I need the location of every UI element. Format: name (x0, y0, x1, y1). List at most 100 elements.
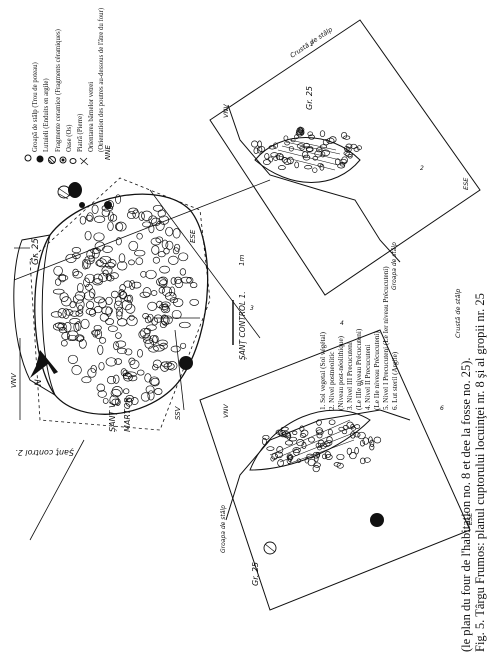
caption-line-1: Fig. 5. Târgu Frumos: planul cuptorului … (473, 293, 487, 652)
stone (69, 310, 80, 317)
stone (97, 344, 104, 355)
stone (125, 397, 133, 407)
stone (319, 144, 328, 149)
post-hole-3 (79, 202, 85, 208)
stone (356, 145, 362, 151)
stone (262, 437, 267, 446)
stone (317, 439, 325, 447)
stone (144, 373, 152, 383)
legend-symbol-5: Piatră (Pierre) (77, 114, 84, 152)
section-bottom-frame (199, 329, 471, 611)
oven-plan: N 1m Şanţ control 2. ŞANŢ V MARTOR ŞANŢ … (10, 145, 271, 541)
section-top-frame (209, 19, 481, 296)
stone (322, 138, 330, 146)
stone (157, 339, 168, 346)
legend-symbol-6: Orientarea bârnelor vetrei (88, 82, 95, 152)
stone (116, 310, 123, 320)
stone (316, 432, 323, 439)
stone (322, 453, 328, 460)
stone (98, 361, 105, 371)
stone (178, 321, 191, 329)
stone (319, 163, 325, 171)
stone (120, 368, 128, 377)
section-bottom-number-5: 5 (360, 380, 364, 387)
stone (152, 256, 160, 264)
legend-symbol-1: Groapă de stâlp (Trou de poteau) (32, 62, 39, 152)
stone (110, 290, 119, 299)
stone (350, 424, 355, 429)
stone (353, 147, 360, 152)
stone (342, 425, 349, 430)
stone (159, 265, 170, 274)
stone (115, 194, 122, 205)
stone (145, 269, 157, 280)
stone (316, 419, 322, 426)
stone (325, 454, 333, 460)
stone (329, 136, 337, 143)
stone (157, 209, 166, 218)
stone (102, 245, 113, 253)
stone (301, 151, 309, 159)
stone (257, 146, 263, 154)
sant-control-1-label: ŞANŢ CONTROL 1. (238, 291, 247, 360)
stone (72, 294, 84, 304)
stone (179, 268, 187, 276)
stone (89, 288, 96, 299)
section-bottom-ese: ESE (466, 512, 474, 525)
stone (275, 429, 283, 435)
stone (312, 167, 318, 173)
stone (138, 330, 146, 339)
stone (343, 135, 351, 140)
stone (96, 383, 106, 392)
stone (301, 441, 307, 450)
stone (284, 440, 294, 446)
stratum-3-fr: (Le IIIe niveau Précucuteni) (355, 328, 363, 410)
stone (290, 137, 296, 143)
stone (171, 309, 182, 320)
stone (277, 459, 284, 467)
stone (253, 147, 259, 155)
stone (313, 462, 321, 468)
stone (303, 142, 310, 149)
stratum-1: 1. Sol vegetal (Sol végétal) (319, 331, 327, 410)
stone (147, 390, 155, 401)
stone (148, 224, 155, 234)
section-top-vnv: VNV (222, 104, 230, 118)
stone (107, 211, 114, 222)
clay-plaster-symbol (36, 155, 44, 163)
stone (118, 289, 125, 296)
section-top-number-2: 2 (420, 165, 424, 172)
stone (63, 322, 72, 333)
bone-symbol (59, 156, 67, 164)
caption: Fig. 5. Târgu Frumos: planul cuptorului … (459, 293, 487, 652)
section-bottom-groapa: Groapa de stâlp (220, 505, 227, 553)
oven-outline (34, 193, 209, 415)
stone (283, 432, 291, 439)
stone (128, 357, 136, 365)
stone (172, 228, 181, 239)
stone (144, 339, 155, 349)
section-top-profile (227, 104, 401, 263)
stone (93, 232, 105, 242)
stone (299, 425, 305, 432)
stratum-2: 2. Nivel postneolitic (328, 352, 336, 411)
stone (341, 156, 348, 164)
stone (170, 277, 177, 285)
stone (115, 306, 124, 317)
stone (77, 282, 84, 294)
stone (288, 145, 294, 152)
stone (114, 398, 121, 406)
stone (282, 157, 288, 164)
section-bottom-profile (225, 409, 411, 521)
stone (128, 314, 135, 321)
stone (150, 237, 162, 246)
stone (72, 271, 83, 279)
stone (102, 269, 109, 277)
stone (359, 457, 366, 465)
stratum-5: 5. Nivel I Precucuteni (Le Ier niveau Pr… (382, 266, 390, 410)
stone (90, 247, 101, 254)
stone (321, 149, 330, 157)
legend-symbol-4: Oase (Os) (66, 125, 73, 152)
